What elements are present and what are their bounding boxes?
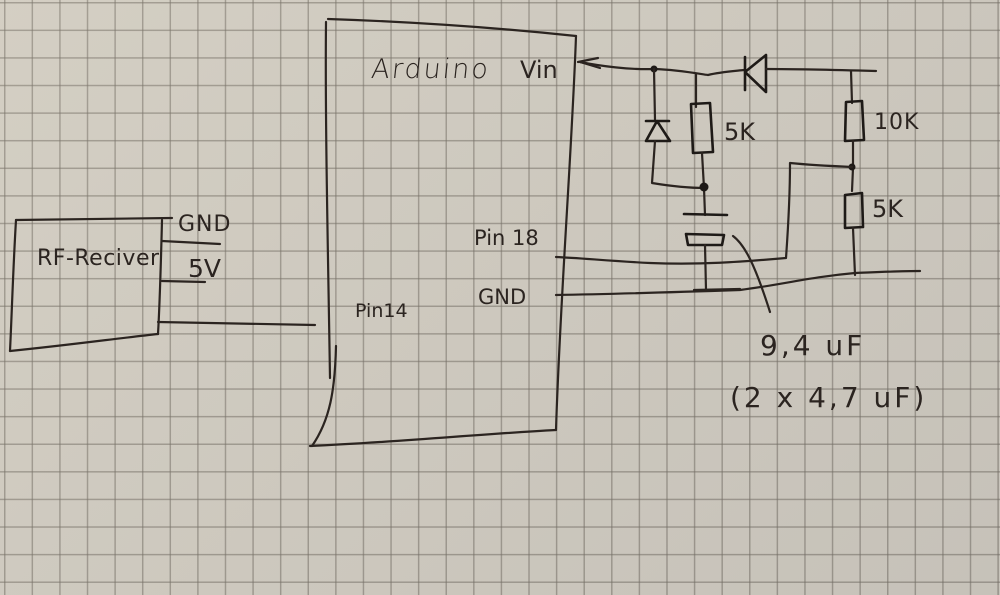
arduino-box xyxy=(308,17,578,448)
top-right-rail-wire xyxy=(764,67,878,73)
rf-5v-pin-label: 5V xyxy=(188,254,222,283)
resistor-r3-icon xyxy=(843,191,865,230)
d1-top-wire xyxy=(652,67,657,122)
resistor-r1-value: 5K xyxy=(724,118,756,146)
arduino-box-top-edge xyxy=(326,17,578,38)
pin18-signal-wire xyxy=(554,161,854,265)
junction-dot xyxy=(699,182,709,192)
pin14-label: Pin14 xyxy=(355,300,408,322)
r2-top-wire xyxy=(849,69,854,105)
resistor-r1-icon xyxy=(689,101,715,155)
capacitor-value: 9,4 uF xyxy=(760,329,866,362)
capacitor-label-pointer xyxy=(731,234,772,314)
arduino-box-left-edge-lower xyxy=(310,344,338,448)
capacitor-bottom-plate-icon xyxy=(684,232,726,247)
rf-box-left-edge xyxy=(8,218,18,353)
arduino-label: Arduino xyxy=(369,54,492,85)
vin-rail-wire xyxy=(578,60,746,77)
arduino-box-right-edge xyxy=(554,34,578,432)
capacitor-note: (2 x 4,7 uF) xyxy=(730,381,928,414)
d1-bottom-wire xyxy=(650,139,707,190)
arduino-box-bottom-edge xyxy=(308,428,558,448)
arduino-box-left-edge-upper xyxy=(324,20,332,380)
capacitor-top-plate-icon xyxy=(682,212,729,217)
diode-d1-icon xyxy=(644,119,672,143)
rf-box-top-edge xyxy=(14,216,174,222)
gnd-tick xyxy=(692,287,742,292)
rf-data-to-pin14-wire xyxy=(156,320,317,327)
rf-5v-wire xyxy=(160,279,207,284)
arduino-gnd-pin-label: GND xyxy=(478,285,527,309)
rf-gnd-wire xyxy=(160,239,222,246)
rf-box-bottom-edge xyxy=(8,332,160,353)
resistor-r3-value: 5K xyxy=(872,195,904,223)
rf-box-right-edge xyxy=(156,218,164,336)
rf-receiver-label: RF-Reciver xyxy=(37,246,160,271)
vin-pin-label: Vin xyxy=(520,56,558,84)
capacitor-to-gnd-wire xyxy=(703,243,708,292)
gnd-rail-wire xyxy=(554,269,922,297)
rf-receiver-box xyxy=(8,216,174,353)
pin18-label: Pin 18 xyxy=(474,226,539,250)
r3-bottom-wire xyxy=(851,226,857,277)
diode-d2-icon xyxy=(743,53,768,94)
resistor-r2-icon xyxy=(843,99,866,143)
rf-gnd-pin-label: GND xyxy=(178,212,232,237)
resistor-r2-value: 10K xyxy=(874,110,920,135)
